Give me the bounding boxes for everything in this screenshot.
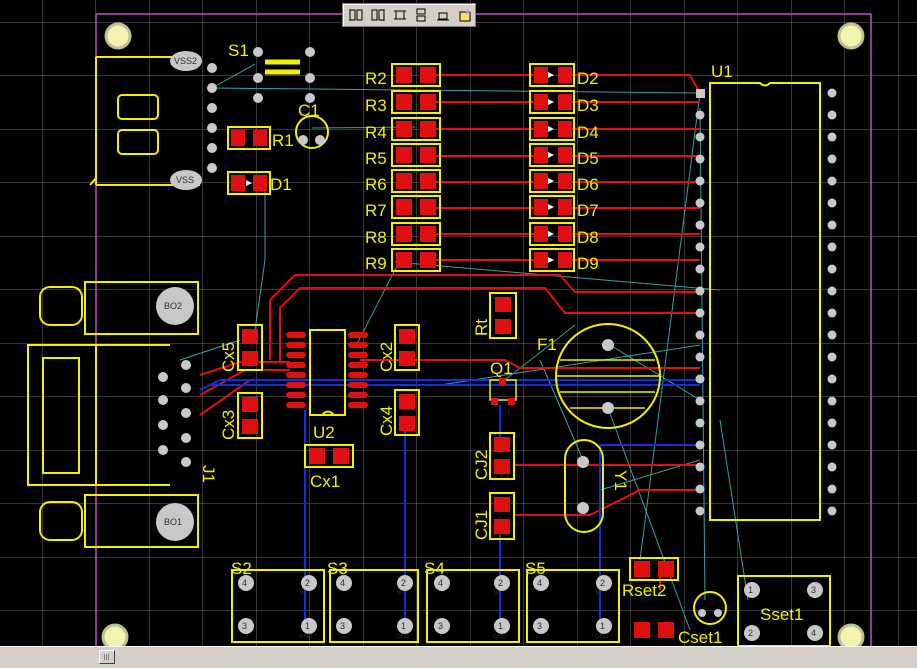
pin-1: 1 <box>748 585 753 595</box>
label-R1: R1 <box>272 131 294 150</box>
pin-1: 1 <box>305 621 310 631</box>
pin-2: 2 <box>748 628 753 638</box>
pin-4: 4 <box>340 578 345 588</box>
diode-marks <box>246 72 554 263</box>
pin-4: 4 <box>537 578 542 588</box>
large-pads <box>156 51 202 541</box>
label-R8: R8 <box>365 228 387 247</box>
label-U1: U1 <box>711 62 733 81</box>
pin-2: 2 <box>305 578 310 588</box>
pin-3: 3 <box>438 621 443 631</box>
label-D2: D2 <box>577 69 599 88</box>
align-top-icon[interactable] <box>390 5 410 25</box>
label-S1: S1 <box>228 41 249 60</box>
pin-3: 3 <box>242 621 247 631</box>
pin-2: 2 <box>401 578 406 588</box>
through-hole-pads <box>158 47 837 641</box>
smd-pads <box>231 67 674 638</box>
horizontal-scrollbar[interactable] <box>0 646 917 668</box>
pin-ip: IP <box>494 591 500 597</box>
label-R7: R7 <box>365 201 387 220</box>
label-Sset1: Sset1 <box>760 605 803 624</box>
label-R9: R9 <box>365 254 387 273</box>
pin-ip: IP <box>300 591 306 597</box>
label-R3: R3 <box>365 96 387 115</box>
label-F1: F1 <box>537 335 557 354</box>
label-Rset2: Rset2 <box>622 581 666 600</box>
mounting-holes <box>101 22 865 651</box>
silkscreen <box>27 56 831 647</box>
align-right-icon[interactable] <box>368 5 388 25</box>
label-C1: C1 <box>298 101 320 120</box>
pin-3: 3 <box>811 585 816 595</box>
distribute-icon[interactable] <box>411 5 431 25</box>
label-S5: S5 <box>525 559 546 578</box>
label-D3: D3 <box>577 96 599 115</box>
label-R6: R6 <box>365 175 387 194</box>
pin-4: 4 <box>438 578 443 588</box>
pin-1: 1 <box>498 621 503 631</box>
label-Y1: Y1 <box>611 470 630 491</box>
pin-gnd: GND <box>595 634 609 640</box>
pin-1: 1 <box>600 621 605 631</box>
label-J1: J1 <box>199 465 218 483</box>
label-BO1: BO1 <box>164 517 182 527</box>
label-U2: U2 <box>313 423 335 442</box>
align-bottom-icon[interactable] <box>433 5 453 25</box>
label-Cset1: Cset1 <box>678 628 722 647</box>
label-VSS: VSS <box>176 175 194 185</box>
label-R4: R4 <box>365 123 387 142</box>
label-R5: R5 <box>365 149 387 168</box>
grid-icon[interactable] <box>455 5 475 25</box>
label-Cx4: Cx4 <box>377 406 396 436</box>
label-D9: D9 <box>577 254 599 273</box>
pin-1: 1 <box>401 621 406 631</box>
label-S4: S4 <box>424 559 445 578</box>
label-Q1: Q1 <box>490 359 513 378</box>
align-toolbar <box>342 3 476 27</box>
label-D4: D4 <box>577 123 599 142</box>
top-copper <box>199 74 701 590</box>
label-D5: D5 <box>577 149 599 168</box>
label-D7: D7 <box>577 201 599 220</box>
pin-2: 2 <box>498 578 503 588</box>
pin-4: 4 <box>811 628 816 638</box>
label-CJ1: CJ1 <box>472 510 491 540</box>
label-VSS2: VSS2 <box>174 56 197 66</box>
label-S2: S2 <box>231 559 252 578</box>
label-Cx3: Cx3 <box>219 410 238 440</box>
pin-ip: IP <box>397 591 403 597</box>
pin-ip: IP <box>596 591 602 597</box>
pin-gnd: GND <box>396 634 410 640</box>
label-Rt: Rt <box>472 319 491 336</box>
label-D6: D6 <box>577 175 599 194</box>
align-left-icon[interactable] <box>346 5 366 25</box>
scrollbar-thumb[interactable] <box>99 650 115 664</box>
label-Cx1: Cx1 <box>310 472 340 491</box>
pin-gnd: GND <box>493 634 507 640</box>
pin-3: 3 <box>340 621 345 631</box>
label-S3: S3 <box>327 559 348 578</box>
label-R2: R2 <box>365 69 387 88</box>
label-BO2: BO2 <box>164 301 182 311</box>
pin-4: 4 <box>242 578 247 588</box>
label-D8: D8 <box>577 228 599 247</box>
label-Cx5: Cx5 <box>219 342 238 372</box>
label-Cx2: Cx2 <box>377 342 396 372</box>
pin-3: 3 <box>537 621 542 631</box>
pin-2: 2 <box>600 578 605 588</box>
label-D1: D1 <box>270 175 292 194</box>
label-CJ2: CJ2 <box>472 450 491 480</box>
pin-gnd: GND <box>299 634 313 640</box>
